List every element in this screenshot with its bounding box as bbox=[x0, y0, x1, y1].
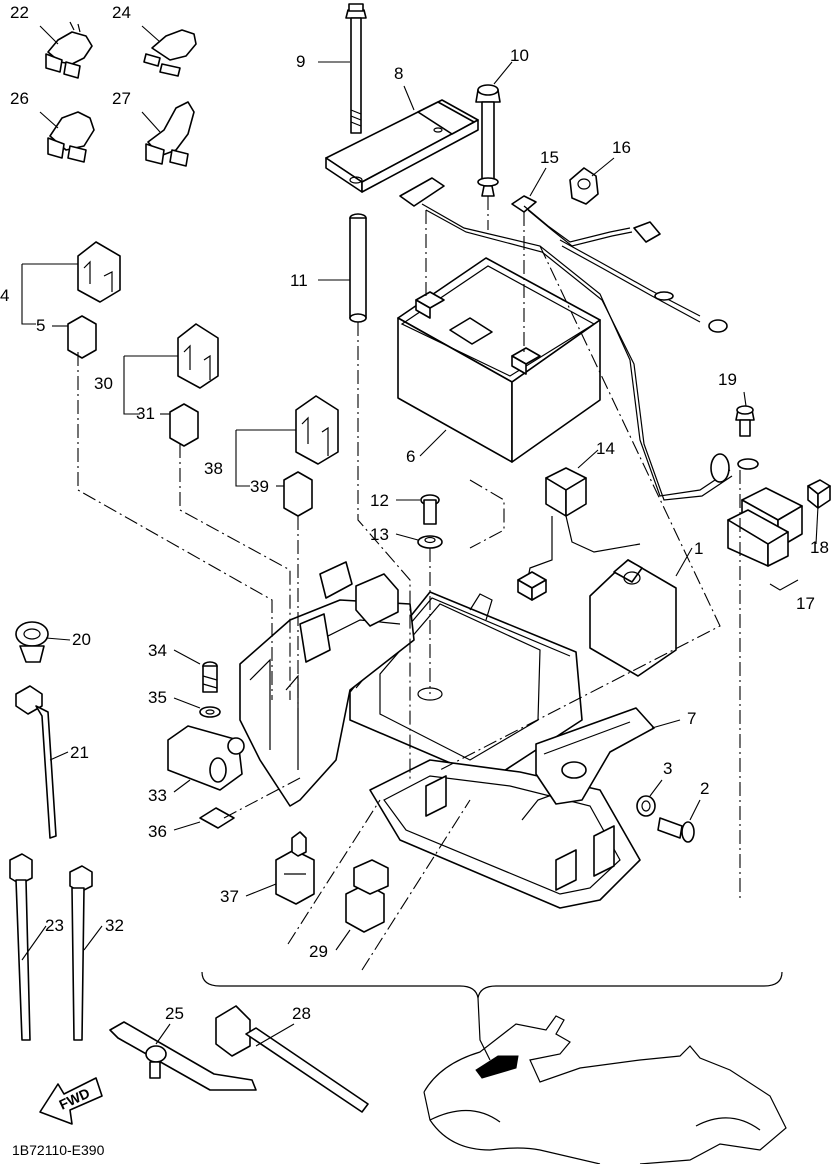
bolt-12 bbox=[420, 494, 440, 525]
callout-number-4: 4 bbox=[0, 286, 9, 305]
coupler-5 bbox=[67, 315, 97, 359]
coupler-38 bbox=[295, 395, 339, 465]
clamp-16 bbox=[569, 167, 599, 205]
callout-number-29: 29 bbox=[309, 942, 328, 961]
callout-number-24: 24 bbox=[112, 3, 131, 22]
bolt-10 bbox=[475, 84, 501, 197]
callout-number-36: 36 bbox=[148, 822, 167, 841]
callout-number-9: 9 bbox=[296, 52, 305, 71]
cable-tie-21 bbox=[15, 685, 57, 839]
forward-arrow-icon bbox=[39, 1077, 103, 1125]
callout-number-17: 17 bbox=[796, 594, 815, 613]
starter-relay-17 bbox=[727, 487, 803, 567]
callout-number-13: 13 bbox=[370, 525, 389, 544]
callout-number-14: 14 bbox=[596, 439, 615, 458]
callout-number-6: 6 bbox=[406, 447, 415, 466]
callout-number-27: 27 bbox=[112, 89, 131, 108]
plate-36 bbox=[199, 807, 235, 829]
rectifier-regulator-1 bbox=[589, 559, 677, 677]
callout-number-34: 34 bbox=[148, 641, 167, 660]
callout-number-15: 15 bbox=[540, 148, 559, 167]
negative-lead-15 bbox=[511, 195, 728, 333]
washer-13 bbox=[417, 535, 443, 549]
wire-clamp-22 bbox=[45, 21, 93, 79]
band-25 bbox=[109, 1021, 257, 1091]
callout-number-12: 12 bbox=[370, 491, 389, 510]
coupler-29 bbox=[345, 859, 389, 933]
coupler-37 bbox=[275, 831, 315, 905]
screw-34 bbox=[202, 661, 218, 693]
battery-box-bottom-tray bbox=[369, 759, 641, 909]
callout-number-19: 19 bbox=[718, 370, 737, 389]
callout-number-16: 16 bbox=[612, 138, 631, 157]
wire-clamp-26 bbox=[47, 111, 95, 163]
washer-35 bbox=[199, 706, 221, 718]
coupler-30 bbox=[177, 323, 219, 389]
callout-number-8: 8 bbox=[394, 64, 403, 83]
wire-clamp-27 bbox=[145, 101, 195, 167]
callout-number-18: 18 bbox=[810, 538, 829, 557]
coupler-14 bbox=[517, 467, 641, 601]
callout-number-2: 2 bbox=[700, 779, 709, 798]
callout-number-22: 22 bbox=[10, 3, 29, 22]
bracket-8 bbox=[325, 99, 479, 193]
cover-7 bbox=[535, 707, 655, 805]
callout-number-35: 35 bbox=[148, 688, 167, 707]
callout-number-5: 5 bbox=[36, 316, 45, 335]
battery-box-left-frame bbox=[239, 561, 415, 807]
callout-number-31: 31 bbox=[136, 404, 155, 423]
wire-clamp-24 bbox=[143, 29, 197, 77]
callout-number-37: 37 bbox=[220, 887, 239, 906]
callout-number-21: 21 bbox=[70, 743, 89, 762]
positive-cable bbox=[399, 177, 733, 501]
battery-6 bbox=[397, 257, 601, 463]
coupler-39 bbox=[283, 471, 313, 517]
callout-number-32: 32 bbox=[105, 916, 124, 935]
callout-leaders bbox=[21, 25, 819, 1047]
sensor-33 bbox=[167, 725, 245, 791]
callout-number-10: 10 bbox=[510, 46, 529, 65]
diagram-code: 1B72110-E390 bbox=[12, 1142, 105, 1158]
bolt-2 bbox=[657, 817, 695, 843]
callout-number-1: 1 bbox=[694, 539, 703, 558]
assembly-lines bbox=[77, 196, 741, 971]
coupler-4 bbox=[77, 241, 121, 303]
callout-number-33: 33 bbox=[148, 786, 167, 805]
callout-number-26: 26 bbox=[10, 89, 29, 108]
callout-number-28: 28 bbox=[292, 1004, 311, 1023]
washer-3 bbox=[636, 795, 656, 817]
motorcycle-location-silhouette bbox=[423, 1015, 787, 1164]
bolt-19 bbox=[735, 405, 759, 470]
callout-number-3: 3 bbox=[663, 759, 672, 778]
band-28 bbox=[215, 1005, 369, 1113]
clip-20 bbox=[15, 621, 49, 663]
callout-number-30: 30 bbox=[94, 374, 113, 393]
callout-number-23: 23 bbox=[45, 916, 64, 935]
fuse-18 bbox=[807, 479, 831, 509]
callout-number-39: 39 bbox=[250, 477, 269, 496]
coupler-31 bbox=[169, 403, 199, 447]
callout-number-25: 25 bbox=[165, 1004, 184, 1023]
cable-tie-32 bbox=[69, 865, 93, 1041]
callout-number-20: 20 bbox=[72, 630, 91, 649]
callout-number-38: 38 bbox=[204, 459, 223, 478]
callout-number-11: 11 bbox=[290, 271, 308, 290]
long-bolt-9 bbox=[345, 3, 367, 134]
group-brace bbox=[201, 971, 783, 1061]
callout-number-7: 7 bbox=[687, 709, 696, 728]
cable-tie-23 bbox=[9, 853, 33, 1041]
collar-11 bbox=[349, 213, 367, 323]
